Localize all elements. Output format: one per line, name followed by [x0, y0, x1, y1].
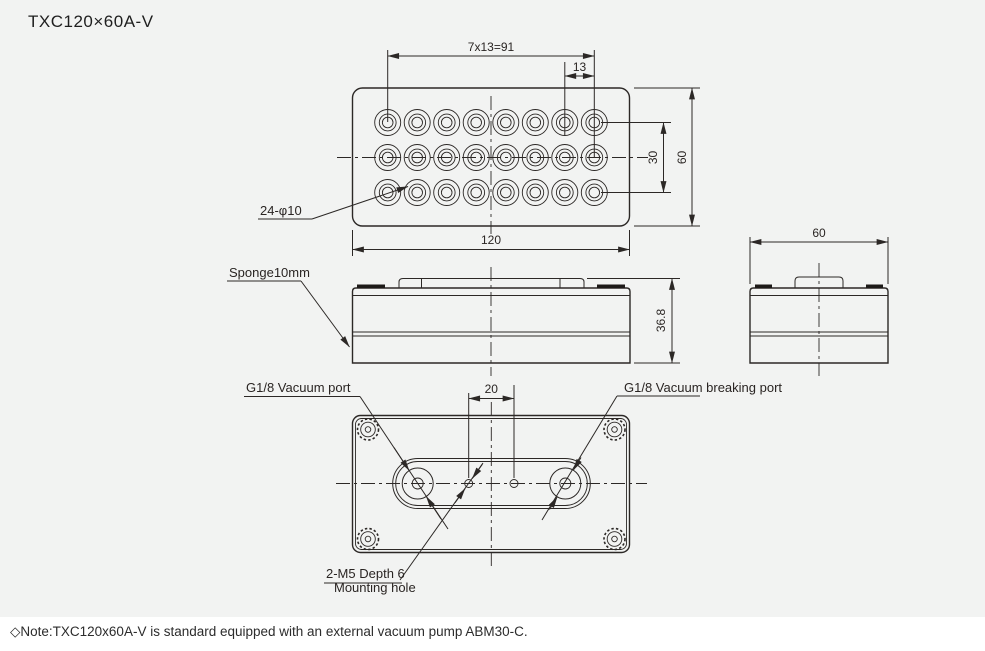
- gasket-mark-right: [597, 284, 625, 288]
- gasket-mark-left: [357, 284, 385, 288]
- front-body: [351, 287, 631, 364]
- svg-text:24-φ10: 24-φ10: [260, 203, 302, 218]
- front-view: 36.8 Sponge10mm: [227, 265, 680, 376]
- dim-end-pitch: 13: [564, 60, 595, 135]
- svg-text:7x13=91: 7x13=91: [468, 40, 515, 54]
- side-body: [749, 287, 889, 364]
- sponge-callout: Sponge10mm: [227, 265, 350, 348]
- dim-side-width: 60: [749, 226, 889, 284]
- recess-slot-inner: [395, 461, 588, 506]
- svg-text:Mounting hole: Mounting hole: [334, 580, 416, 595]
- svg-text:36.8: 36.8: [654, 308, 668, 332]
- front-plateau: [398, 278, 585, 288]
- dim-body-height: 36.8: [587, 278, 680, 364]
- svg-text:60: 60: [812, 226, 826, 240]
- vacuum-breaking-port-callout: G1/8 Vacuum breaking port: [541, 380, 782, 521]
- svg-text:60: 60: [675, 151, 689, 165]
- bottom-view: 20 G1/8 Vacuum port G1/8 Vacuum breaking…: [244, 380, 782, 595]
- svg-text:20: 20: [485, 382, 499, 396]
- corner-screws: [356, 418, 626, 551]
- svg-text:120: 120: [481, 233, 501, 247]
- svg-text:2-M5 Depth 6: 2-M5 Depth 6: [326, 566, 405, 581]
- recess-slot-outer: [392, 458, 591, 509]
- vacuum-port-callout: G1/8 Vacuum port: [244, 380, 449, 530]
- footnote: ◇Note:TXC120x60A-V is standard equipped …: [10, 624, 528, 639]
- dim-hole-pitch: 7x13=91: [387, 40, 595, 158]
- hole-callout: 24-φ10: [258, 186, 409, 220]
- vacuum-port-hole: [401, 467, 434, 500]
- dim-top-width: 120: [352, 230, 630, 256]
- side-view: 60: [749, 226, 889, 376]
- top-view: 7x13=91 13 30 60: [258, 40, 700, 256]
- svg-text:30: 30: [646, 151, 660, 165]
- dim-top-height: 60: [634, 87, 700, 227]
- bottom-outline-inner: [355, 418, 627, 550]
- part-number-title: TXC120×60A-V: [28, 12, 154, 31]
- svg-text:G1/8 Vacuum breaking port: G1/8 Vacuum breaking port: [624, 380, 782, 395]
- dim-mounting-hole-spacing: 20: [468, 382, 515, 478]
- svg-text:Sponge10mm: Sponge10mm: [229, 265, 310, 280]
- note-strip: ◇Note:TXC120x60A-V is standard equipped …: [0, 617, 985, 651]
- svg-text:13: 13: [573, 60, 587, 74]
- dim-row-span: 30: [601, 122, 671, 193]
- mounting-hole-callout: 2-M5 Depth 6 Mounting hole: [324, 462, 484, 595]
- svg-text:G1/8 Vacuum port: G1/8 Vacuum port: [246, 380, 351, 395]
- gasket-mark-left: [755, 284, 772, 288]
- gasket-mark-right: [866, 284, 883, 288]
